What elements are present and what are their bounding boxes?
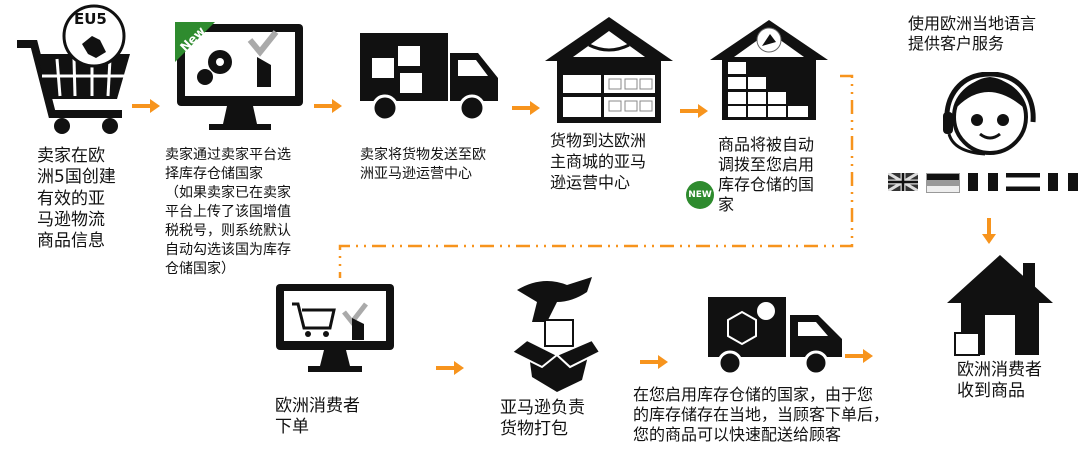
arrow-right-icon bbox=[845, 349, 873, 363]
delivery-truck-icon bbox=[708, 295, 843, 377]
new-badge: NEW bbox=[686, 181, 714, 209]
arrow-right-icon bbox=[640, 355, 668, 369]
eu-warehouse-icon bbox=[710, 20, 828, 120]
step7-text: 亚马逊负责 货物打包 bbox=[500, 398, 585, 439]
flag-es-icon bbox=[1006, 173, 1040, 191]
step4-text: 货物到达欧洲 主商城的亚马 逊运营中心 bbox=[550, 131, 647, 192]
step2-text: 卖家通过卖家平台选 择库存仓储国家 （如果卖家已在卖家 平台上传了该国增值 税税… bbox=[165, 147, 291, 277]
arrow-right-icon bbox=[314, 99, 342, 113]
headset-agent-icon bbox=[935, 72, 1045, 157]
flag-de-icon bbox=[926, 173, 960, 193]
language-flags bbox=[888, 173, 1078, 193]
arrow-right-icon bbox=[512, 101, 540, 115]
arrow-down-icon bbox=[982, 218, 996, 244]
monitor-order-icon bbox=[274, 282, 396, 374]
step5-text: 商品将被自动 调拨至您启用 库存仓储的国 家 bbox=[718, 135, 815, 214]
step1-text: 卖家在欧 洲5国创建 有效的亚 马逊物流 商品信息 bbox=[37, 146, 116, 251]
cart-eu5-icon: EU5 bbox=[12, 4, 137, 139]
flag-fr-icon bbox=[968, 173, 998, 191]
arrow-right-icon bbox=[680, 104, 708, 118]
step9-text: 欧洲消费者 收到商品 bbox=[957, 360, 1042, 401]
step6-text: 欧洲消费者 下单 bbox=[275, 396, 360, 437]
step8-text: 在您启用库存仓储的国家，由于您 的库存储存在当地，当顾客下单后， 您的商品可以快… bbox=[633, 385, 890, 444]
truck-boxes-icon bbox=[360, 28, 500, 123]
arrow-right-icon bbox=[132, 99, 160, 113]
step3-text: 卖家将货物发送至欧 洲亚马逊运营中心 bbox=[360, 147, 486, 182]
eu5-badge-label: EU5 bbox=[74, 10, 107, 28]
new-badge-label: NEW bbox=[688, 190, 712, 200]
hand-package-icon bbox=[497, 275, 602, 395]
service-text: 使用欧洲当地语言 提供客户服务 bbox=[908, 14, 1037, 53]
amazon-warehouse-icon bbox=[545, 15, 673, 123]
house-delivery-icon bbox=[945, 253, 1055, 358]
monitor-select-icon: New bbox=[175, 22, 305, 132]
arrow-right-icon bbox=[436, 361, 464, 375]
flag-uk-icon bbox=[888, 173, 918, 191]
flag-it-icon bbox=[1048, 173, 1078, 191]
